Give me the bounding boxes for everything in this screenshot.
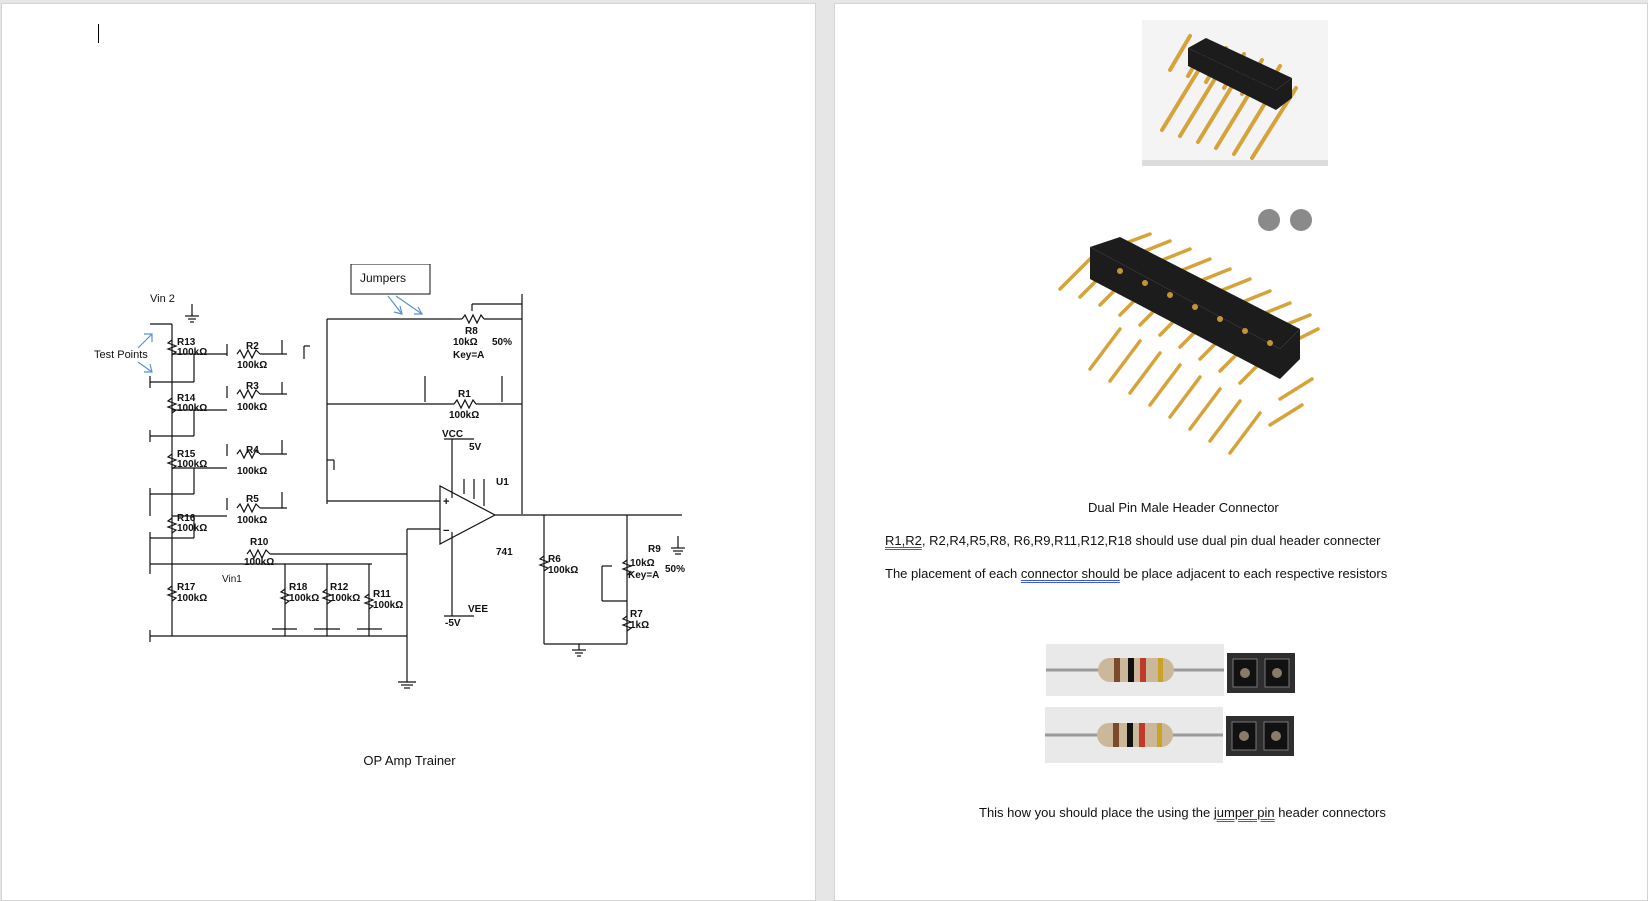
document-page-left[interactable]: Vin 2 Test Points: [1, 3, 816, 901]
svg-text:10kΩ: 10kΩ: [630, 558, 655, 569]
jumper-arrows: [387, 295, 424, 315]
svg-text:50%: 50%: [492, 337, 512, 348]
label-test-points: Test Points: [94, 349, 148, 361]
svg-text:Key=A: Key=A: [628, 570, 659, 581]
svg-text:741: 741: [496, 547, 513, 558]
svg-text:R7: R7: [630, 609, 643, 620]
svg-text:R8: R8: [465, 326, 478, 337]
svg-text:R6: R6: [548, 554, 561, 565]
ladder-resistors: [166, 339, 178, 602]
input-resistors: [226, 340, 407, 560]
lower-resistor-bank: [272, 564, 382, 636]
instruction-line-2: The placement of each connector should b…: [885, 566, 1388, 581]
svg-text:100kΩ: 100kΩ: [237, 466, 267, 477]
svg-text:U1: U1: [496, 477, 509, 488]
svg-text:100kΩ: 100kΩ: [177, 347, 207, 358]
output-section: [538, 515, 685, 657]
svg-text:R13: R13: [177, 337, 196, 348]
svg-text:5V: 5V: [469, 442, 482, 453]
jumper-socket-photo-1[interactable]: [1227, 653, 1295, 693]
label-jumpers: Jumpers: [360, 271, 406, 285]
pin-header-picture: [1142, 20, 1328, 166]
instruction-line-1: R1,R2, R2,R4,R5,R8, R6,R9,R11,R12,R18 sh…: [885, 533, 1381, 548]
svg-text:R16: R16: [177, 513, 196, 524]
svg-text:100kΩ: 100kΩ: [177, 593, 207, 604]
label-vin2: Vin 2: [150, 293, 175, 305]
svg-text:VCC: VCC: [442, 429, 463, 440]
svg-text:R17: R17: [177, 582, 196, 593]
resistor-picture-1: [1046, 644, 1224, 696]
svg-text:Key=A: Key=A: [453, 350, 484, 361]
jumpers-box: [350, 264, 431, 295]
ground-symbol-top: [185, 304, 199, 323]
svg-text:R11: R11: [373, 589, 391, 600]
image-more-options-icon[interactable]: [1290, 209, 1312, 231]
resistor-photo-1[interactable]: [1046, 644, 1224, 696]
svg-text:R4: R4: [246, 445, 259, 456]
svg-text:100kΩ: 100kΩ: [548, 565, 578, 576]
single-row-header-image[interactable]: [1142, 20, 1328, 166]
image-visual-search-icon[interactable]: [1258, 209, 1280, 231]
jumper-socket-photo-2[interactable]: [1226, 716, 1294, 756]
svg-text:100kΩ: 100kΩ: [237, 402, 267, 413]
socket-picture-2: [1226, 716, 1294, 756]
svg-text:100kΩ: 100kΩ: [237, 360, 267, 371]
spellcheck-word-jumper-pin[interactable]: jumper pin: [1213, 805, 1275, 820]
svg-text:Vin1: Vin1: [222, 574, 242, 585]
resistor-picture-2: [1045, 707, 1223, 763]
svg-text:100kΩ: 100kΩ: [237, 515, 267, 526]
svg-text:VEE: VEE: [468, 604, 488, 615]
resistor-photo-2[interactable]: [1045, 707, 1223, 763]
svg-text:10kΩ: 10kΩ: [453, 337, 478, 348]
svg-text:1kΩ: 1kΩ: [630, 620, 649, 631]
spellcheck-word-r1r2[interactable]: R1,R2: [885, 533, 922, 548]
svg-text:+: +: [443, 496, 449, 508]
op-amp-schematic: Vin 2 Test Points: [94, 264, 685, 689]
svg-text:R14: R14: [177, 393, 196, 404]
feedback-wiring: [303, 294, 523, 689]
test-point-arrows: [137, 333, 153, 373]
svg-text:R10: R10: [250, 537, 269, 548]
svg-text:100kΩ: 100kΩ: [449, 410, 479, 421]
op-amp-symbol: [439, 438, 682, 617]
svg-text:R9: R9: [648, 544, 661, 555]
svg-text:100kΩ: 100kΩ: [330, 593, 360, 604]
placement-instruction: This how you should place the using the …: [979, 805, 1386, 820]
svg-text:100kΩ: 100kΩ: [177, 403, 207, 414]
socket-picture-1: [1227, 653, 1295, 693]
dual-row-header-image[interactable]: [1050, 229, 1320, 479]
svg-text:100kΩ: 100kΩ: [244, 557, 274, 568]
svg-text:R5: R5: [246, 494, 259, 505]
svg-text:R2: R2: [246, 341, 259, 352]
grammar-flag-connector-should[interactable]: connector should: [1020, 566, 1120, 581]
svg-text:100kΩ: 100kΩ: [177, 459, 207, 470]
dual-pin-header-picture: [1058, 232, 1320, 455]
svg-text:R1: R1: [458, 389, 471, 400]
svg-text:R12: R12: [330, 582, 349, 593]
schematic-caption: OP Amp Trainer: [363, 753, 456, 768]
svg-text:R18: R18: [289, 582, 308, 593]
svg-text:100kΩ: 100kΩ: [289, 593, 319, 604]
svg-text:100kΩ: 100kΩ: [373, 600, 403, 611]
ladder-wiring: [149, 323, 407, 642]
svg-text:100kΩ: 100kΩ: [177, 523, 207, 534]
document-page-right[interactable]: Dual Pin Male Header Connector R1,R2, R2…: [834, 3, 1648, 901]
svg-text:R3: R3: [246, 381, 259, 392]
svg-text:50%: 50%: [665, 564, 685, 575]
header-connector-caption: Dual Pin Male Header Connector: [1088, 500, 1279, 515]
text-cursor: [98, 24, 99, 43]
svg-text:R15: R15: [177, 449, 196, 460]
svg-text:-5V: -5V: [445, 618, 461, 629]
svg-text:−: −: [443, 525, 449, 537]
